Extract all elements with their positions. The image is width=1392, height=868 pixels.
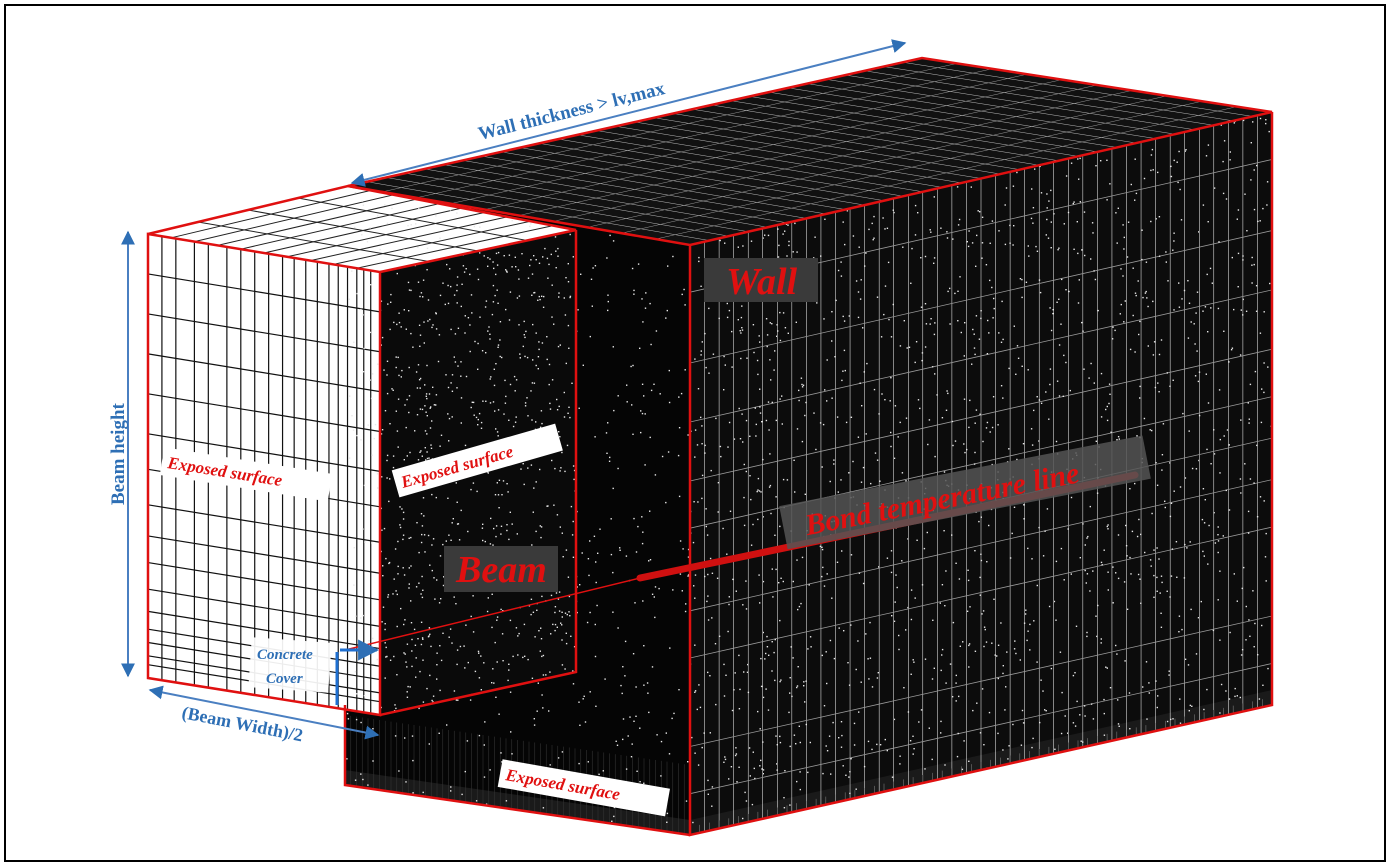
beam-width-arrow (148, 685, 380, 740)
beam-front-edge (379, 230, 578, 717)
wall-front-edge (688, 112, 1274, 837)
beam-label: Beam (455, 549, 547, 591)
bond-line-extension (344, 577, 641, 651)
wall-label: Wall (726, 261, 798, 303)
beam-tag: Beam (444, 546, 558, 592)
dimension-arrows (121, 39, 907, 740)
model-edges (146, 56, 1274, 837)
wall-tag: Wall (704, 258, 818, 303)
beam-height-label: Beam height (108, 402, 129, 505)
wall-thickness-arrow (350, 39, 907, 187)
concrete-cover-label-2: Cover (266, 671, 303, 687)
figure-frame (4, 4, 1386, 862)
concrete-cover-label-1: Concrete (257, 647, 313, 663)
beam-top-edge (147, 184, 577, 274)
concrete-cover-tag: Concrete Cover (248, 637, 332, 693)
